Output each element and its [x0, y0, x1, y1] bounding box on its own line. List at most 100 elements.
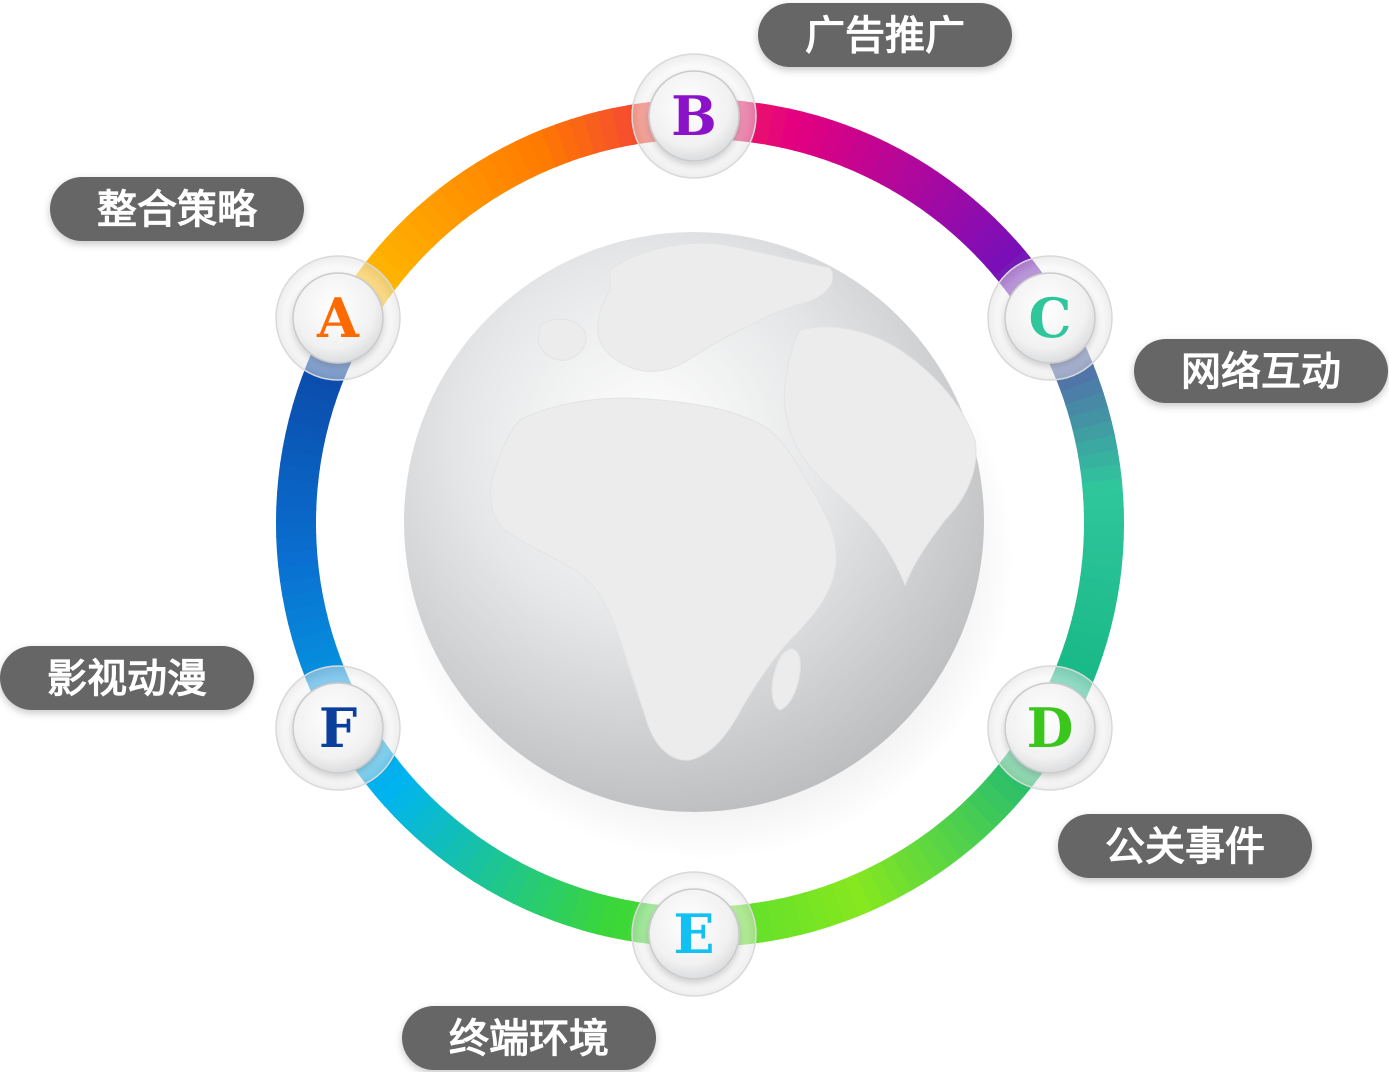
node-disc — [1004, 682, 1096, 774]
node-letter: E — [673, 902, 714, 966]
ring-segment — [276, 547, 319, 568]
ring-segment — [611, 105, 636, 148]
ring-segment — [425, 815, 464, 858]
ring-segment — [903, 163, 939, 206]
ring-segment — [1077, 576, 1120, 599]
node-disc — [648, 70, 740, 162]
node-a: A — [275, 255, 401, 381]
ring-segment — [568, 114, 597, 158]
ring-segment — [1082, 536, 1124, 555]
node-disc — [648, 888, 740, 980]
ring-segment — [498, 861, 532, 905]
ring-segment — [805, 115, 834, 159]
label-pill-background — [1134, 339, 1388, 403]
ring-segment — [976, 228, 1017, 268]
ring-segment — [514, 134, 546, 178]
label-pill-text: 公关事件 — [1105, 824, 1265, 870]
ring-segment — [1060, 377, 1104, 407]
ring-segment — [878, 855, 913, 899]
ring-segment — [438, 178, 476, 221]
node-letter: C — [1029, 286, 1072, 350]
ring-segment — [1075, 589, 1118, 614]
ring-segment — [437, 824, 475, 867]
ring-segment — [1075, 434, 1118, 459]
ring-segment — [854, 868, 886, 912]
node-e: E — [631, 871, 757, 997]
ring-segment — [1078, 449, 1121, 472]
ring-segment — [1065, 391, 1109, 420]
ring-segment — [946, 198, 986, 240]
ring-segment — [945, 808, 984, 850]
ring-segment — [790, 892, 817, 935]
label-pill-text: 影视动漫 — [47, 656, 207, 702]
ring-segment — [500, 140, 534, 184]
ring-segment — [779, 108, 805, 151]
ring-segment — [1069, 406, 1112, 433]
ring-segment — [831, 124, 861, 168]
ring-segment — [925, 179, 963, 222]
ring-segment — [403, 797, 444, 839]
ring-segment — [1081, 549, 1123, 570]
node-letter: B — [671, 84, 717, 148]
ring-segment — [462, 162, 499, 205]
ring-segment — [856, 135, 888, 179]
ring-segment — [880, 148, 914, 192]
label-pill-f: 影视动漫 — [0, 646, 254, 710]
label-pill-background — [1058, 814, 1312, 878]
ring-segment — [764, 898, 789, 941]
ring-segment — [1072, 602, 1115, 628]
node-letter: F — [319, 696, 357, 760]
label-pill-background — [50, 177, 304, 241]
ring-segment — [475, 154, 510, 198]
ring-segment — [450, 170, 488, 213]
ring-segment — [1072, 420, 1116, 446]
ring-segment — [777, 895, 803, 939]
ring-segment — [1064, 628, 1108, 657]
ring-segment — [966, 217, 1007, 258]
node-letter: A — [316, 286, 360, 350]
ring-segment — [384, 226, 426, 267]
ring-segment — [427, 187, 466, 229]
label-pill-text: 广告推广 — [805, 13, 965, 59]
node-c: C — [987, 255, 1113, 381]
ring-segment — [487, 147, 522, 191]
ring-segment — [394, 216, 435, 257]
ring-segment — [974, 779, 1016, 820]
ring-segment — [473, 847, 509, 891]
ring-segment — [365, 248, 408, 287]
ring-segment — [818, 119, 848, 163]
ring-segment — [296, 639, 340, 669]
ring-segment — [924, 825, 962, 868]
ring-segment — [291, 626, 335, 655]
ring-segment — [525, 872, 557, 917]
ring-segment — [416, 196, 455, 238]
ring-segment — [866, 862, 900, 906]
label-pill-background — [402, 1006, 656, 1070]
ring-segment — [829, 879, 859, 923]
ring-segment — [296, 375, 340, 405]
node-f: F — [275, 665, 401, 791]
ring-segment — [278, 461, 321, 483]
ring-segment — [792, 111, 820, 155]
ring-segment — [448, 832, 486, 875]
ring-segment — [955, 799, 995, 840]
ring-segment — [512, 867, 544, 911]
ring-segment — [985, 239, 1027, 278]
ring-segment — [934, 817, 973, 859]
label-pill-background — [758, 3, 1012, 67]
ring-segment — [890, 848, 925, 892]
ring-segment — [580, 891, 608, 935]
ring-segment — [1079, 563, 1122, 585]
ring-segment — [373, 768, 415, 807]
ring-segment — [276, 534, 317, 553]
label-pill-text: 整合策略 — [97, 187, 258, 233]
ring-segment — [1060, 641, 1104, 671]
ring-segment — [936, 188, 975, 231]
ring-segment — [1083, 493, 1124, 512]
ring-segment — [912, 833, 950, 876]
ring-segment — [486, 854, 520, 898]
ring-segment — [609, 898, 634, 941]
node-disc — [292, 272, 384, 364]
